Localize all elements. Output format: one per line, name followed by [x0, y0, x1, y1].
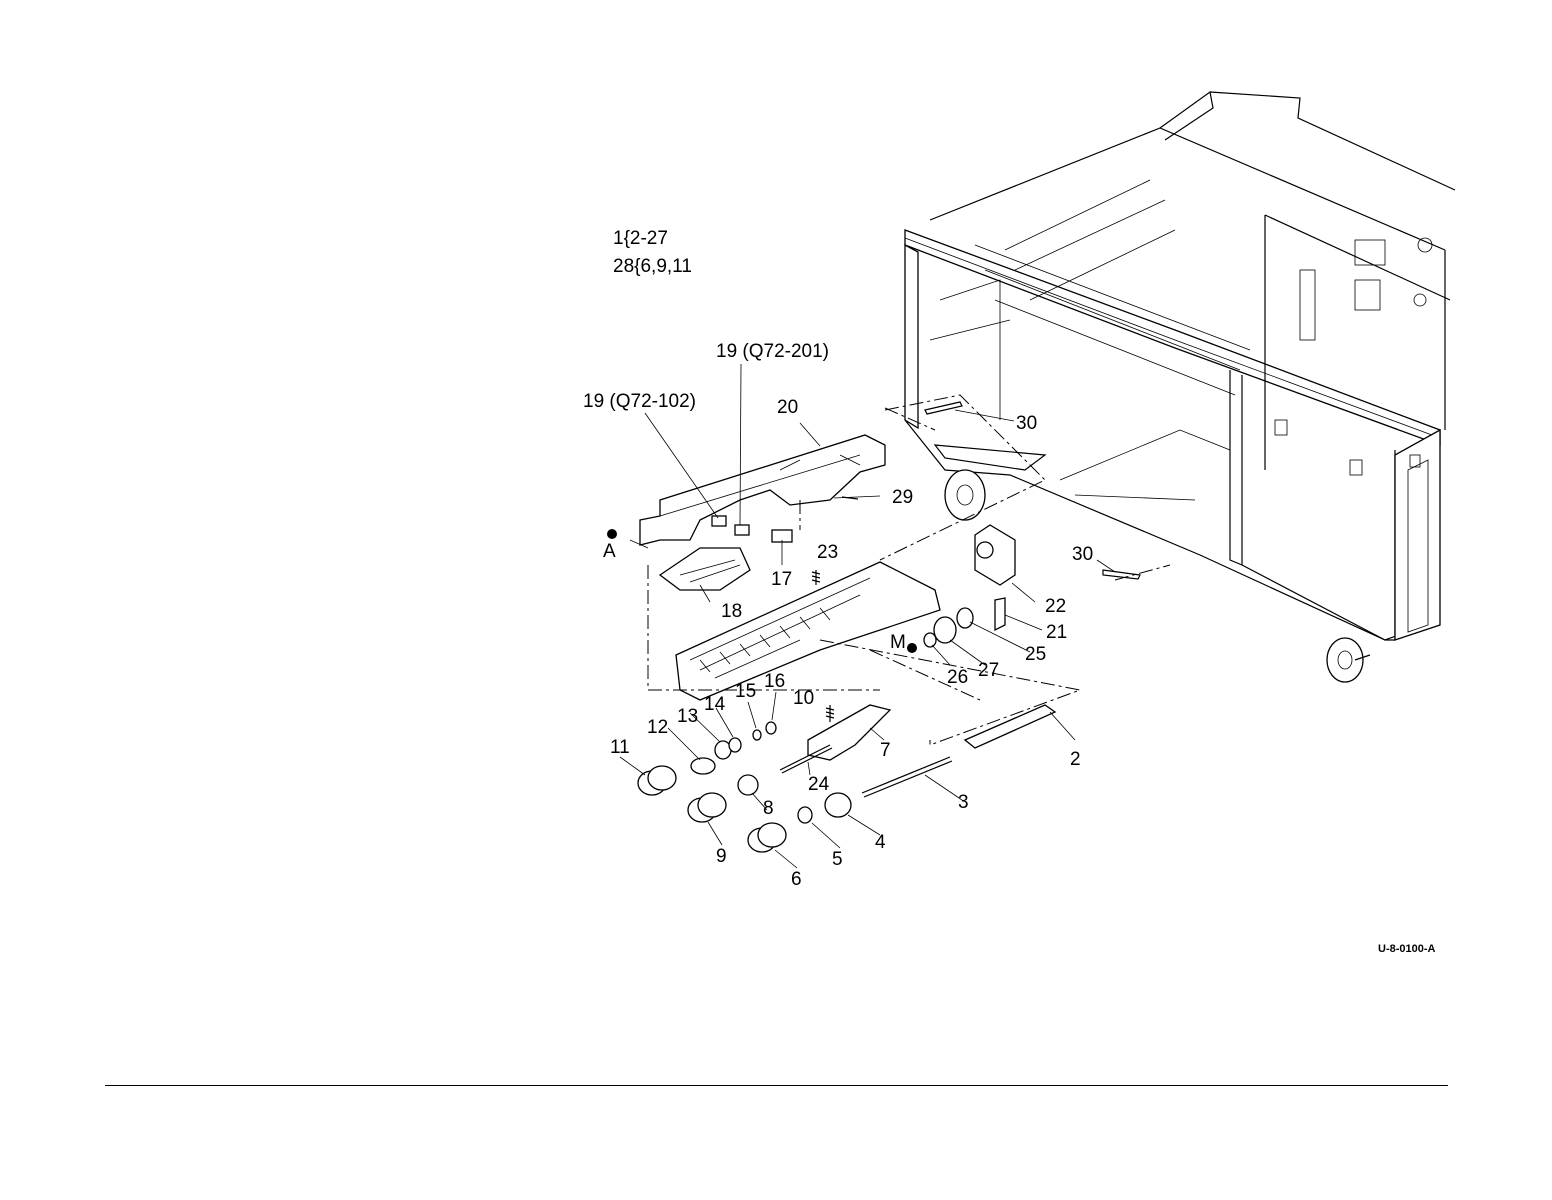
callout-19-q72-102: 19 (Q72-102)	[583, 391, 696, 412]
callout-22: 22	[1045, 596, 1066, 617]
part-27-gear	[934, 617, 956, 643]
callout-16: 16	[764, 671, 785, 692]
part-23-spring	[812, 570, 820, 585]
part-8-gear	[738, 775, 758, 795]
callout-8: 8	[763, 798, 774, 819]
callout-9: 9	[716, 846, 727, 867]
callout-6: 6	[791, 869, 802, 890]
callout-27: 27	[978, 660, 999, 681]
callout-30-lower: 30	[1072, 544, 1093, 565]
callout-17: 17	[771, 569, 792, 590]
callout-23: 23	[817, 542, 838, 563]
callout-26: 26	[947, 667, 968, 688]
callout-30-upper: 30	[1016, 413, 1037, 434]
part-26	[924, 633, 936, 647]
callout-ref-a: A	[603, 541, 616, 562]
callout-24: 24	[808, 774, 830, 795]
cabinet-frame	[905, 92, 1455, 682]
reference-dot-m	[907, 643, 917, 653]
part-30-clip-a	[925, 402, 962, 414]
callout-5: 5	[832, 849, 843, 870]
callout-25: 25	[1025, 644, 1046, 665]
part-4-roller	[825, 793, 851, 817]
part-2-shaft	[965, 705, 1055, 748]
callout-20: 20	[777, 397, 798, 418]
callout-11: 11	[610, 737, 630, 758]
legend-line-2: 28{6,9,11	[613, 256, 692, 277]
callout-29: 29	[892, 487, 913, 508]
callout-3: 3	[958, 792, 969, 813]
part-19-sensor-b	[735, 525, 749, 535]
callout-2: 2	[1070, 749, 1081, 770]
part-21	[995, 598, 1005, 630]
part-14	[729, 738, 741, 752]
callout-13: 13	[677, 706, 698, 727]
part-5	[798, 807, 812, 823]
part-20-bracket	[640, 435, 885, 545]
legend-line-1: 1{2-27	[613, 228, 668, 249]
part-7-bracket	[808, 705, 890, 760]
callout-21: 21	[1046, 622, 1067, 643]
part-15	[753, 730, 761, 740]
callout-7: 7	[880, 740, 891, 761]
part-10-spring	[826, 705, 834, 722]
part-19-sensor-a	[712, 516, 726, 526]
callout-18: 18	[721, 601, 742, 622]
callout-ref-m: M	[890, 632, 906, 653]
figure-id: U-8-0100-A	[1378, 943, 1436, 955]
reference-dot-a	[607, 529, 617, 539]
part-16	[766, 722, 776, 734]
part-25-spring	[957, 608, 973, 628]
callout-4: 4	[875, 832, 886, 853]
callout-15: 15	[735, 681, 756, 702]
part-18-guide	[660, 548, 750, 590]
part-12-belt	[691, 758, 715, 774]
callout-10: 10	[793, 688, 814, 709]
callout-14: 14	[704, 694, 726, 715]
part-3-shaft	[862, 757, 950, 793]
callout-12: 12	[647, 717, 668, 738]
callout-19-q72-201: 19 (Q72-201)	[716, 341, 829, 362]
bottom-rule	[105, 1085, 1448, 1086]
